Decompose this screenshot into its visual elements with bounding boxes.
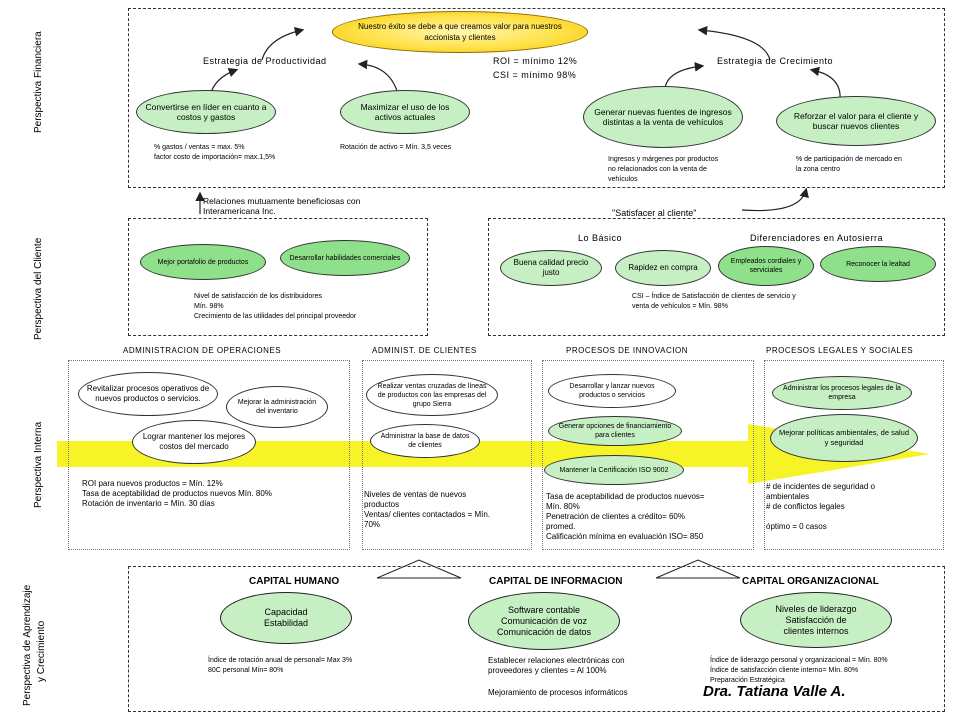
metric-legales: # de incidentes de seguridad o ambiental… (766, 482, 875, 531)
maximizar-activos-ellipse: Maximizar el uso de los activos actuales (340, 90, 470, 134)
metric-innovacion: Tasa de aceptabilidad de productos nuevo… (546, 492, 705, 541)
iso-ellipse: Mantener la Certificación ISO 9002 (544, 455, 684, 485)
liderazgo-ellipse: Niveles de liderazgo Satisfacción de cli… (740, 592, 892, 648)
metric-distribuidores: Nivel de satisfacción de los distribuido… (194, 293, 357, 320)
empleados-ellipse: Empleados cordiales y serviciales (718, 246, 814, 286)
estrategia-crecimiento: Estrategia de Crecimiento (717, 56, 834, 66)
financiera-panel (128, 8, 945, 188)
cliente-right-panel (488, 218, 945, 336)
metric-ingresos: Ingresos y márgenes por productos no rel… (608, 156, 719, 183)
estrategia-productividad: Estrategia de Productividad (203, 56, 327, 66)
mejoramiento-text: Mejoramiento de procesos informáticos (488, 688, 628, 697)
ventas-cruzadas-ellipse: Realizar ventas cruzadas de líneas de pr… (366, 374, 498, 416)
satisfacer-text: "Satisfacer al cliente" (612, 208, 697, 218)
revitalizar-ellipse: Revitalizar procesos operativos de nuevo… (78, 372, 218, 416)
reforzar-valor-ellipse: Reforzar el valor para el cliente y busc… (776, 96, 936, 146)
metric-organizacional: Índice de liderazgo personal y organizac… (710, 657, 888, 684)
innovacion-panel (542, 360, 754, 550)
calidad-ellipse: Buena calidad precio justo (500, 250, 602, 286)
capacidad-ellipse: Capacidad Estabilidad (220, 592, 352, 644)
habilidades-ellipse: Desarrollar habilidades comerciales (280, 240, 410, 276)
metric-clientes: Niveles de ventas de nuevos productos Ve… (364, 490, 491, 529)
metric-mercado: % de participación de mercado en la zona… (796, 156, 902, 173)
nuevas-fuentes-ellipse: Generar nuevas fuentes de ingresos disti… (583, 86, 743, 148)
heading-legales: PROCESOS LEGALES Y SOCIALES (766, 346, 914, 355)
lealtad-ellipse: Reconocer la lealtad (820, 246, 936, 282)
capital-informacion-heading: CAPITAL DE INFORMACION (489, 576, 623, 587)
metric-operaciones: ROI para nuevos productos = Mín. 12% Tas… (82, 479, 272, 508)
heading-operaciones: ADMINISTRACION DE OPERACIONES (123, 346, 282, 355)
mejorar-inventario-ellipse: Mejorar la administración del inventario (226, 386, 328, 428)
software-ellipse: Software contable Comunicación de voz Co… (468, 592, 620, 650)
portafolio-ellipse: Mejor portafolio de productos (140, 244, 266, 280)
heading-clientes: ADMINIST. DE CLIENTES (372, 346, 477, 355)
mantener-costos-ellipse: Lograr mantener los mejores costos del m… (132, 420, 256, 464)
csi-metric: CSI = mínimo 98% (493, 70, 577, 80)
lider-costos-ellipse: Convertirse en líder en cuanto a costos … (136, 90, 276, 134)
financiamiento-ellipse: Generar opciones de financiamiento para … (548, 416, 682, 446)
roi-metric: ROI = mínimo 12% (493, 56, 578, 66)
goal-ellipse: Nuestro éxito se debe a que creamos valo… (332, 11, 588, 53)
base-datos-ellipse: Administrar la base de datos de clientes (370, 424, 480, 458)
author-signature: Dra. Tatiana Valle A. (703, 683, 846, 700)
lo-basico-heading: Lo Básico (578, 233, 623, 243)
politicas-ellipse: Mejorar políticas ambientales, de salud … (770, 414, 918, 462)
cliente-left-panel (128, 218, 428, 336)
legales-panel (764, 360, 944, 550)
metric-csi: CSI – Índice de Satisfacción de clientes… (632, 293, 796, 310)
metric-humano: Índice de rotación anual de personal= Ma… (208, 657, 353, 674)
procesos-legales-ellipse: Administrar los procesos legales de la e… (772, 376, 912, 410)
clientes-panel (362, 360, 532, 550)
capital-organizacional-heading: CAPITAL ORGANIZACIONAL (742, 576, 879, 587)
diferenciadores-heading: Diferenciadores en Autosierra (750, 233, 884, 243)
heading-innovacion: PROCESOS DE INNOVACION (566, 346, 688, 355)
operaciones-panel (68, 360, 350, 550)
metric-rotacion-activo: Rotación de activo = Mín. 3,5 veces (340, 144, 452, 151)
aprendizaje-panel (128, 566, 945, 712)
capital-humano-heading: CAPITAL HUMANO (249, 576, 340, 587)
lanzar-productos-ellipse: Desarrollar y lanzar nuevos productos o … (548, 374, 676, 408)
rapidez-ellipse: Rapidez en compra (615, 250, 711, 286)
relaciones-text: Relaciones mutuamente beneficiosas con I… (203, 196, 361, 216)
metric-gastos: % gastos / ventas = max. 5% factor costo… (154, 144, 276, 161)
metric-informacion: Establecer relaciones electrónicas con p… (488, 656, 625, 675)
